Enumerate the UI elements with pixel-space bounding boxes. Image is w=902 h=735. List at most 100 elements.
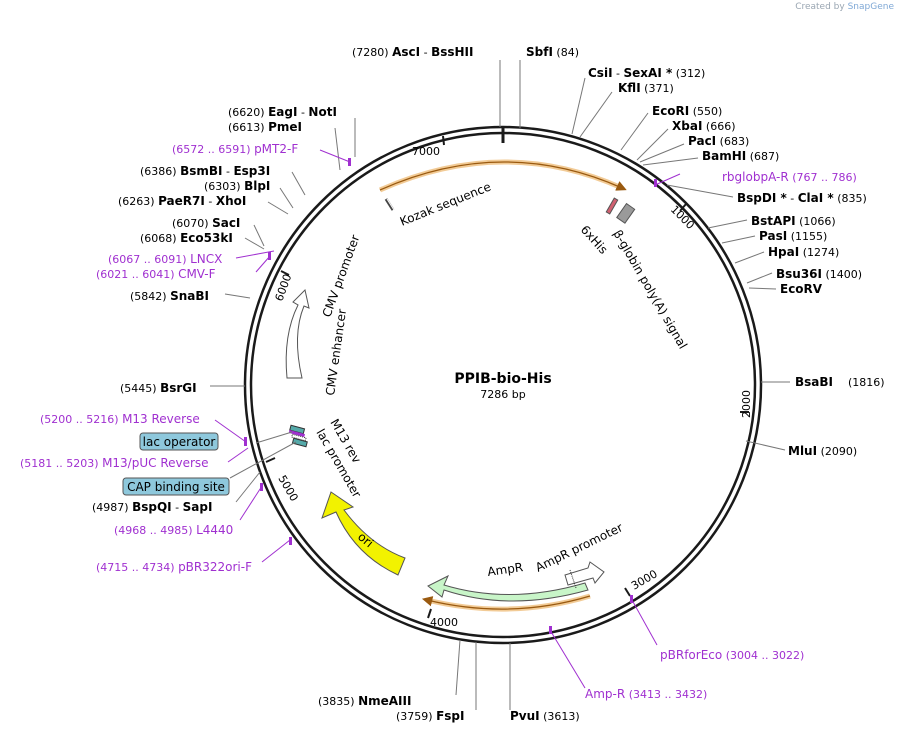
- ori-arrow-shape: [321, 491, 406, 576]
- enzyme-site: EcoRI (550): [620, 104, 722, 151]
- tick-label-2000: 2000: [740, 390, 753, 418]
- enzyme-site: PvuI (3613): [509, 643, 580, 723]
- svg-text:XbaI (666): XbaI (666): [672, 119, 736, 133]
- svg-text:KflI (371): KflI (371): [618, 81, 674, 95]
- svg-text:(5181 .. 5203) M13/pUC Reverse: (5181 .. 5203) M13/pUC Reverse: [20, 456, 209, 470]
- lac-operator-label: lac operator: [139, 431, 293, 451]
- feature-cmv-enhancer: CMV enhancer: [323, 308, 349, 396]
- enzyme-site: (7280) AscI - BssHII: [352, 45, 501, 127]
- his-tag-shape: [605, 197, 619, 215]
- enzyme-site: KflI (371): [579, 81, 674, 138]
- svg-text:(6070) SacI: (6070) SacI: [172, 216, 240, 230]
- m13-rev-shape: [288, 429, 305, 438]
- primer-site: (4715 .. 4734) pBR322ori-F: [96, 537, 292, 574]
- svg-text:(3759) FspI: (3759) FspI: [396, 709, 464, 723]
- primer-site: (5181 .. 5203) M13/pUC Reverse: [20, 447, 249, 470]
- primer-site: (6572 .. 6591) pMT2-F: [172, 142, 351, 166]
- primer-site: pBRforEco (3004 .. 3022): [630, 595, 804, 662]
- enzyme-site: (6386) BsmBI - Esp3I: [140, 164, 306, 196]
- tick-labels: 1000 2000 3000 4000 5000 6000 7000: [273, 145, 753, 629]
- svg-text:(4715 .. 4734) pBR322ori-F: (4715 .. 4734) pBR322ori-F: [96, 560, 252, 574]
- feature-cmv-promoter: CMV promoter: [320, 233, 363, 319]
- enzyme-site: EcoRV: [748, 282, 823, 296]
- tick-label-3000: 3000: [629, 567, 660, 592]
- svg-text:(6620) EagI - NotI: (6620) EagI - NotI: [228, 105, 337, 119]
- enzyme-site: BamHI (687): [642, 149, 779, 166]
- svg-text:SbfI (84): SbfI (84): [526, 45, 579, 59]
- enzyme-site: BspDI * - ClaI * (835): [666, 184, 867, 205]
- feature-ampr-promoter: AmpR promoter: [533, 520, 625, 574]
- enzyme-site: SbfI (84): [519, 45, 579, 128]
- enzyme-site: (6303) BlpI: [204, 179, 294, 209]
- ampr-promoter-shape: [564, 561, 605, 586]
- enzyme-site: XbaI (666): [636, 119, 736, 161]
- primer-site: (4968 .. 4985) L4440: [114, 483, 263, 537]
- svg-text:MluI (2090): MluI (2090): [788, 444, 857, 458]
- svg-text:(6068) Eco53kI: (6068) Eco53kI: [140, 231, 233, 245]
- plasmid-name: PPIB-bio-His: [454, 371, 551, 387]
- enzyme-site: (4987) BspQI - SapI: [92, 471, 261, 514]
- svg-text:(5200 .. 5216) M13 Reverse: (5200 .. 5216) M13 Reverse: [40, 412, 200, 426]
- svg-text:(7280) AscI - BssHII: (7280) AscI - BssHII: [352, 45, 473, 59]
- enzyme-site: PasI (1155): [721, 229, 827, 244]
- svg-text:PvuI (3613): PvuI (3613): [510, 709, 580, 723]
- enzyme-site: (6070) SacI: [172, 216, 265, 247]
- tick-label-1000: 1000: [668, 203, 697, 232]
- svg-text:(6572 .. 6591) pMT2-F: (6572 .. 6591) pMT2-F: [172, 142, 298, 156]
- polya-shape: [616, 202, 636, 224]
- primer-site: (5200 .. 5216) M13 Reverse: [40, 412, 247, 446]
- svg-text:PasI (1155): PasI (1155): [759, 229, 827, 243]
- svg-text:EcoRI (550): EcoRI (550): [652, 104, 722, 118]
- svg-text:BspDI * - ClaI * (835): BspDI * - ClaI * (835): [737, 191, 867, 205]
- enzyme-site: PacI (683): [639, 134, 749, 163]
- plasmid-length: 7286 bp: [480, 388, 525, 401]
- enzyme-site: BstAPI (1066): [707, 214, 836, 229]
- svg-text:(6021 .. 6041) CMV-F: (6021 .. 6041) CMV-F: [96, 267, 216, 281]
- primer-site: (6021 .. 6041) CMV-F: [96, 252, 271, 281]
- enzyme-site: (3835) NmeAIII: [318, 639, 461, 708]
- enzyme-site: (6620) EagI - NotI: [228, 105, 356, 157]
- cap-site-shape: [291, 437, 308, 448]
- svg-text:PacI (683): PacI (683): [688, 134, 749, 148]
- svg-text:(5445) BsrGI: (5445) BsrGI: [120, 381, 197, 395]
- orf-arrow-top-line: [379, 161, 627, 191]
- primer-site: rbglobpA-R (767 .. 786): [654, 170, 857, 187]
- svg-text:BamHI (687): BamHI (687): [702, 149, 779, 163]
- svg-text:EcoRV: EcoRV: [780, 282, 823, 296]
- feature-6xhis: 6xHis: [578, 223, 611, 257]
- svg-text:Amp-R (3413 .. 3432): Amp-R (3413 .. 3432): [585, 687, 707, 701]
- svg-text:Bsu36I (1400): Bsu36I (1400): [776, 267, 862, 281]
- svg-text:(5842) SnaBI: (5842) SnaBI: [130, 289, 209, 303]
- enzyme-site: (6068) Eco53kI: [140, 231, 265, 250]
- enzyme-site: HpaI (1274): [734, 245, 839, 264]
- svg-text:(3835) NmeAIII: (3835) NmeAIII: [318, 694, 411, 708]
- ampr-arrow-shape: [427, 574, 589, 602]
- svg-text:(6303) BlpI: (6303) BlpI: [204, 179, 270, 193]
- cmv-enhancer-shape: [285, 289, 310, 379]
- svg-text:(6263) PaeR7I - XhoI: (6263) PaeR7I - XhoI: [118, 194, 246, 208]
- primer-site: (6067 .. 6091) LNCX: [108, 250, 275, 266]
- svg-text:HpaI (1274): HpaI (1274): [768, 245, 839, 259]
- svg-text:CAP binding site: CAP binding site: [127, 480, 225, 494]
- primer-site: Amp-R (3413 .. 3432): [549, 626, 707, 701]
- enzyme-site: (3759) FspI: [396, 642, 477, 723]
- enzyme-site: CsiI - SexAI * (312): [571, 66, 705, 135]
- svg-text:(6067 .. 6091) LNCX: (6067 .. 6091) LNCX: [108, 252, 222, 266]
- enzyme-site: (6613) PmeI: [228, 120, 341, 171]
- enzyme-site: (5445) BsrGI: [120, 381, 245, 395]
- orf-arrow-bottom-line: [421, 595, 591, 610]
- feature-ampr: AmpR: [486, 560, 523, 579]
- snapgene-credit: Created by SnapGene: [795, 2, 894, 12]
- enzyme-site: (6263) PaeR7I - XhoI: [118, 194, 289, 215]
- credit-brand: SnapGene: [847, 2, 894, 12]
- svg-text:(6613) PmeI: (6613) PmeI: [228, 120, 302, 134]
- feature-beta-globin-polya: β-globin poly(A) signal: [610, 228, 690, 352]
- tick-label-7000: 7000: [412, 145, 440, 158]
- svg-text:(4968 .. 4985) L4440: (4968 .. 4985) L4440: [114, 523, 233, 537]
- tick-label-4000: 4000: [430, 616, 458, 629]
- svg-text:pBRforEco (3004 .. 3022): pBRforEco (3004 .. 3022): [660, 648, 804, 662]
- svg-text:lac operator: lac operator: [143, 435, 216, 449]
- enzyme-site: (5842) SnaBI: [130, 289, 251, 303]
- svg-text:BsaBI (1816): BsaBI (1816): [795, 375, 885, 389]
